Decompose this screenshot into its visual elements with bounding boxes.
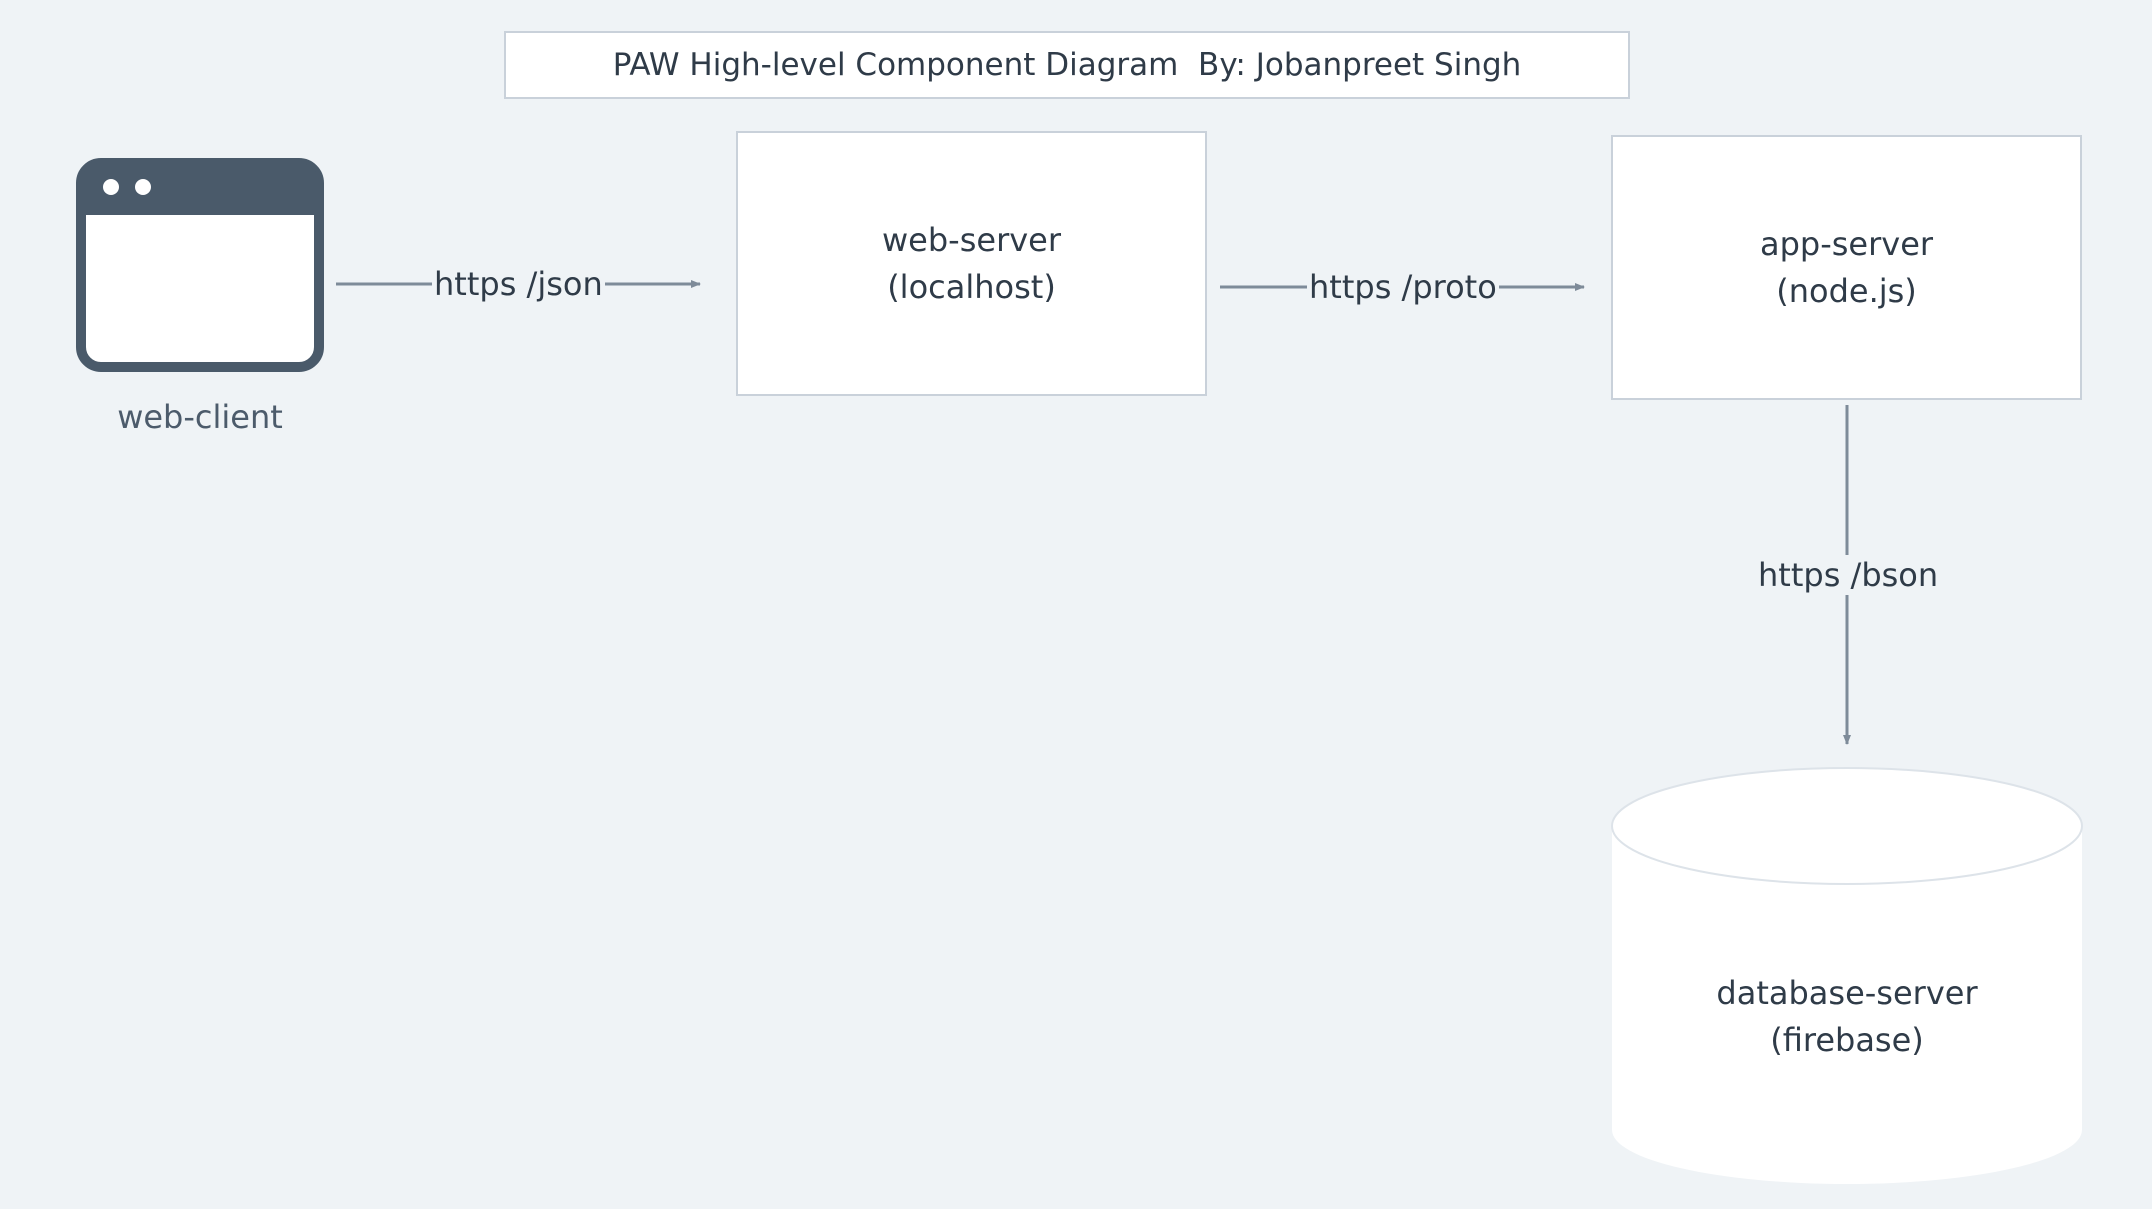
database-server-node: database-server (firebase) xyxy=(1610,970,2084,1064)
web-server-detail: (localhost) xyxy=(887,267,1056,306)
browser-window-icon xyxy=(76,158,324,372)
app-server-node: app-server (node.js) xyxy=(1611,135,2082,400)
edge-label-bson: https /bson xyxy=(1756,555,1941,595)
web-server-node: web-server (localhost) xyxy=(736,131,1207,396)
web-server-name: web-server xyxy=(881,220,1061,259)
database-server-name: database-server xyxy=(1716,974,1978,1012)
app-server-name: app-server xyxy=(1759,224,1934,263)
edge-label-json: https /json xyxy=(432,264,605,304)
edge-label-proto: https /proto xyxy=(1307,267,1499,307)
app-server-detail: (node.js) xyxy=(1776,271,1917,310)
web-client-label: web-client xyxy=(117,398,283,436)
database-cylinder-icon xyxy=(1611,767,2083,1184)
diagram-title: PAW High-level Component Diagram By: Job… xyxy=(504,31,1630,99)
database-server-detail: (firebase) xyxy=(1770,1021,1924,1059)
